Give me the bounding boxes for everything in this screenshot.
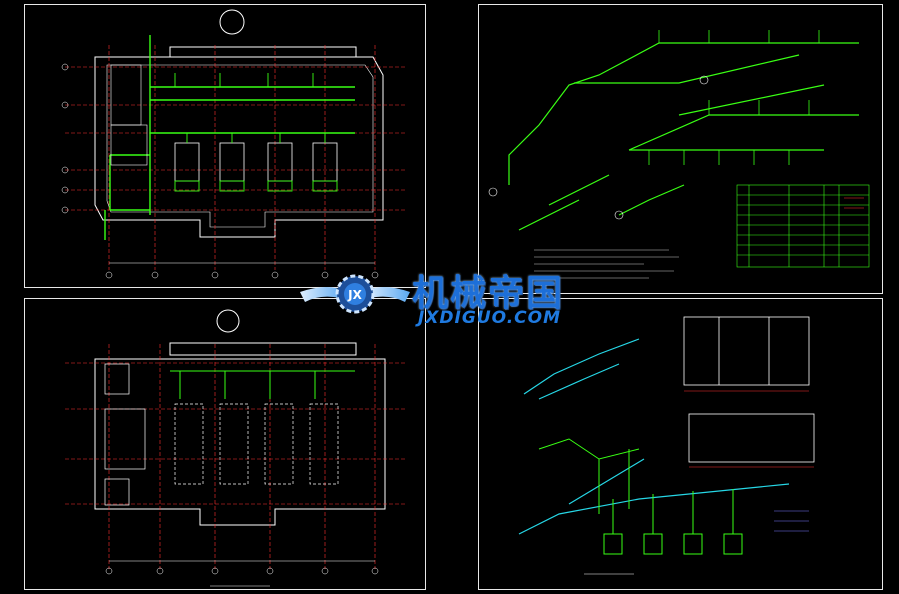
piping-isometric-drawing (488, 30, 870, 279)
pool-sections-drawing (518, 316, 815, 575)
equipment-layout-drawing (65, 309, 405, 587)
drawing-sheet-bottom-left (24, 298, 426, 590)
brand-name: 机械帝国 (412, 273, 565, 314)
floor-plan-drawing (61, 9, 405, 279)
svg-text:JX: JX (347, 288, 362, 302)
brand-domain: JXDIGUO.COM (418, 308, 562, 328)
drawing-sheet-bottom-right (478, 298, 883, 590)
gear-wing-logo-icon: JX (300, 274, 410, 314)
watermark: JX 机械帝国 JXDIGUO.COM (300, 262, 600, 334)
drawing-sheet-top-right (478, 4, 883, 294)
drawing-sheet-top-left (24, 4, 426, 288)
north-arrow-icon (219, 9, 245, 35)
